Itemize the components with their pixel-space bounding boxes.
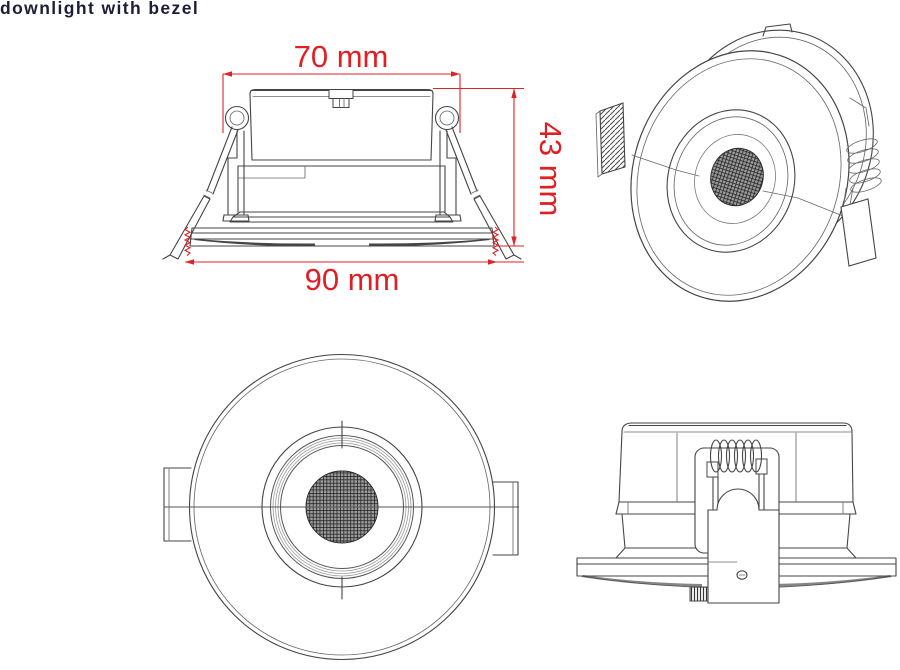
lens-3d (710, 147, 764, 207)
dimension-70mm: 70 mm (222, 39, 461, 133)
fixing-tab-left-3d (595, 102, 626, 178)
side-elevation-view (576, 422, 897, 604)
fixing-tab-right-3d (840, 198, 877, 267)
dimension-90mm: 90 mm (183, 226, 524, 297)
dim-label-90mm: 90 mm (305, 262, 400, 297)
bottom-view (163, 353, 519, 661)
dim-label-70mm: 70 mm (294, 39, 389, 74)
terminal-block (328, 89, 354, 108)
dimension-43mm: 43 mm (433, 87, 568, 247)
inner-rings-3d (666, 109, 796, 253)
fixing-tab-left (163, 467, 192, 542)
dim-label-43mm: 43 mm (533, 122, 568, 217)
clip-spring (706, 439, 768, 525)
bezel-front (189, 227, 495, 247)
front-section-view: 70 mm 43 mm 90 mm (162, 39, 568, 297)
spring-clip-right (434, 105, 522, 260)
lamp-housing (229, 165, 454, 223)
perspective-view (595, 23, 882, 302)
spring-clip-left (162, 105, 250, 260)
center-lines (164, 420, 519, 600)
adjustment-tab (689, 586, 709, 602)
clip-plate (689, 488, 780, 604)
page-title: downlight with bezel (0, 0, 200, 18)
spring-3d (842, 138, 882, 211)
fixing-tab-right (492, 481, 519, 556)
